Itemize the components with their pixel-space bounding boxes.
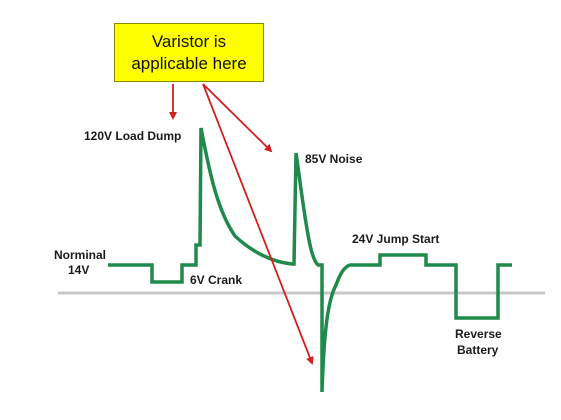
arrow-to-negative-spike: [202, 83, 314, 365]
varistor-callout: Varistor is applicable here: [114, 23, 264, 82]
label-noise: 85V Noise: [305, 152, 363, 166]
callout-line-1: Varistor is: [151, 31, 227, 51]
callout-line-2: applicable here: [131, 53, 247, 73]
label-reverse-line-2: Battery: [457, 343, 499, 357]
arrow-to-noise: [202, 83, 273, 153]
label-crank: 6V Crank: [190, 273, 243, 287]
label-nominal-line-2: 14V: [68, 263, 90, 277]
label-jump-start: 24V Jump Start: [352, 232, 440, 246]
label-reverse-line-1: Reverse: [455, 327, 502, 341]
label-nominal-line-1: Norminal: [54, 248, 107, 262]
voltage-waveform: [108, 127, 512, 393]
label-load-dump: 120V Load Dump: [84, 129, 182, 143]
